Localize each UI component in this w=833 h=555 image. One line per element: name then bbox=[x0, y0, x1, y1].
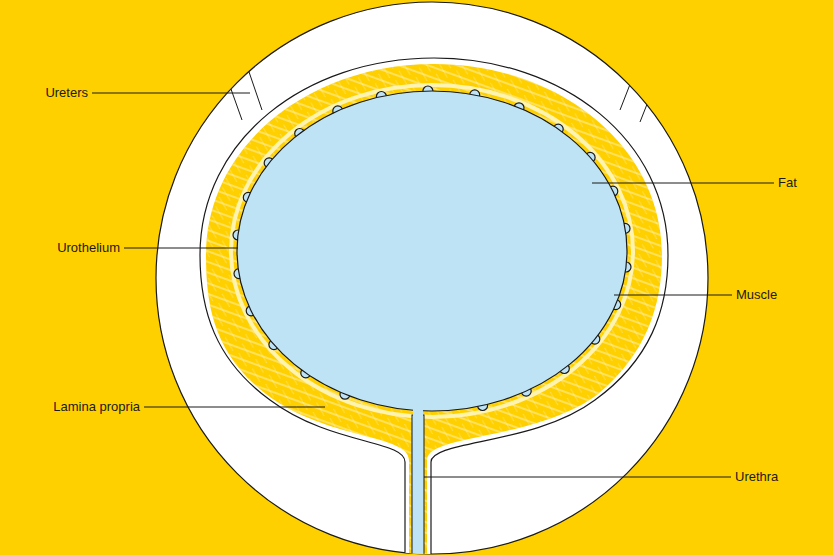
urethra-opening bbox=[413, 405, 423, 425]
muscle-layer bbox=[206, 64, 662, 555]
muscle-texture bbox=[206, 64, 662, 555]
urethra-tube bbox=[412, 415, 424, 555]
ureter-line bbox=[210, 30, 242, 120]
leader-line bbox=[144, 407, 325, 408]
fat-layer bbox=[200, 58, 668, 555]
part-label: Fat bbox=[778, 175, 797, 191]
leader-line bbox=[592, 183, 774, 184]
ureter-line bbox=[232, 22, 262, 110]
ureter-line bbox=[620, 28, 652, 110]
leader-line bbox=[92, 93, 250, 94]
leader-line bbox=[424, 477, 731, 478]
leader-line bbox=[124, 248, 238, 249]
bladder-lumen bbox=[237, 91, 627, 411]
part-label: Urothelium bbox=[57, 240, 120, 256]
part-label: Muscle bbox=[736, 287, 777, 303]
part-label: Lamina propria bbox=[53, 399, 140, 415]
ureter-line bbox=[640, 36, 674, 122]
view-circle bbox=[156, 2, 708, 554]
leader-line bbox=[614, 295, 732, 296]
part-label: Urethra bbox=[735, 469, 778, 485]
lamina-propria bbox=[231, 85, 633, 417]
part-label: Ureters bbox=[45, 85, 88, 101]
